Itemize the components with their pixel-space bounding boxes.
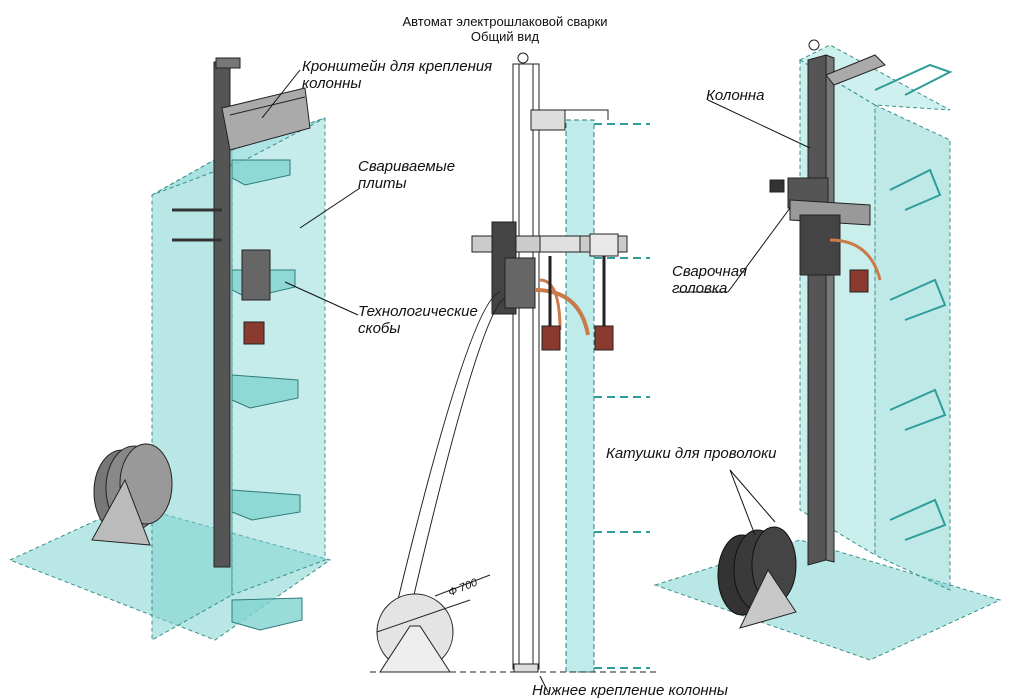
left-spools xyxy=(91,443,173,546)
label-welded-plates: Свариваемые плиты xyxy=(358,158,456,192)
center-front-view xyxy=(370,52,660,673)
label-welding-head: Сварочная головка xyxy=(672,263,748,297)
center-top-bracket xyxy=(530,109,566,131)
center-plate-edge xyxy=(565,119,595,673)
left-column-top xyxy=(215,57,241,69)
drawing-title: Автомат электрошлаковой сварки Общий вид xyxy=(360,14,650,44)
label-technological-clamps: Технологические скобы xyxy=(358,303,478,337)
center-welding-head xyxy=(471,221,628,351)
right-welding-head xyxy=(769,177,882,293)
left-plate-side xyxy=(231,117,326,596)
right-column xyxy=(807,54,827,566)
left-plate-top xyxy=(151,117,326,196)
center-column xyxy=(512,63,540,670)
left-isometric-view xyxy=(8,57,332,641)
title-line-2: Общий вид xyxy=(470,29,540,44)
right-isometric-view xyxy=(653,39,1002,661)
left-plate-front xyxy=(151,149,233,641)
label-bottom-column-mount: Нижнее крепление колонны xyxy=(532,682,728,699)
label-column-bracket: Кронштейн для крепления колонны xyxy=(302,58,493,92)
left-column-bracket xyxy=(221,87,311,151)
title-line-1: Автомат электрошлаковой сварки xyxy=(402,14,608,29)
label-wire-spools: Катушки для проволоки xyxy=(606,445,777,462)
right-spools xyxy=(717,526,797,629)
label-column: Колонна xyxy=(706,87,765,104)
leader-lines xyxy=(261,69,811,693)
right-plate-top xyxy=(798,44,951,111)
